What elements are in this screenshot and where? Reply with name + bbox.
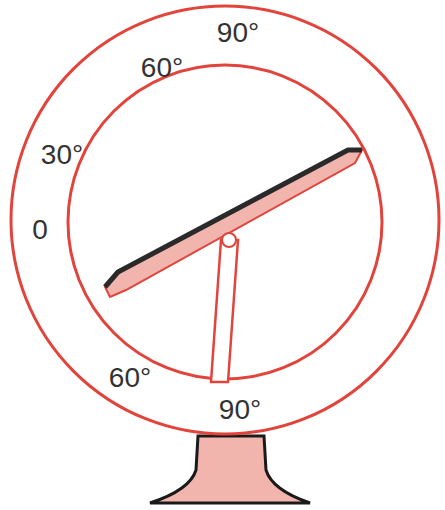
angle-label: 30° bbox=[41, 141, 83, 169]
outer-circle bbox=[11, 6, 439, 434]
angle-label: 90° bbox=[219, 396, 261, 424]
stand-base bbox=[150, 436, 310, 503]
angle-label: 0 bbox=[32, 216, 48, 244]
pointer-edge bbox=[105, 150, 362, 287]
support-rod bbox=[211, 240, 238, 382]
pointer-bar bbox=[105, 150, 362, 297]
angle-label: 60° bbox=[109, 364, 151, 392]
angle-label: 60° bbox=[141, 54, 183, 82]
angle-label: 90° bbox=[217, 19, 259, 47]
pivot bbox=[222, 233, 236, 247]
